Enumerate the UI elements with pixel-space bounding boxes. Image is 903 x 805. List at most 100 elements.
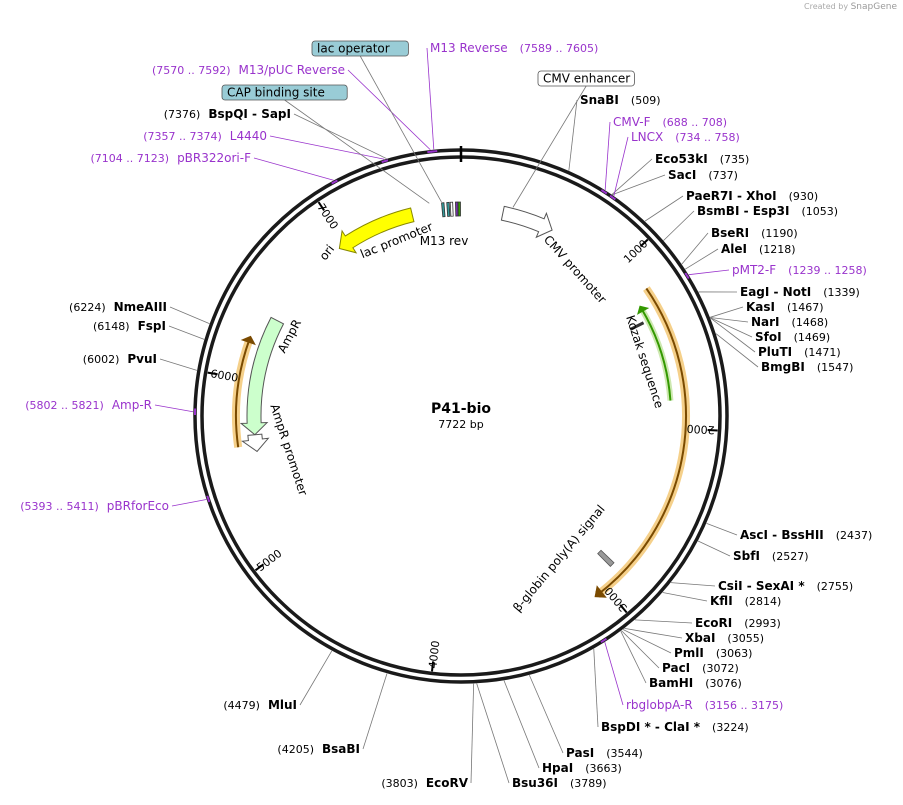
- site-name: PasI: [566, 746, 594, 760]
- boxed-leader-lac-operator: [359, 55, 442, 203]
- site-position: (1547): [817, 361, 854, 374]
- site-position: (2527): [772, 550, 809, 563]
- snapgene-watermark: Created by SnapGene: [804, 2, 897, 12]
- site-leader-alei: [685, 248, 719, 270]
- site-position: (1467): [787, 301, 824, 314]
- primer-name: Amp-R: [112, 398, 152, 412]
- primer-mark-m13-puc-reverse: [427, 150, 434, 154]
- site-label-pvui: (6002) PvuI: [83, 352, 157, 366]
- site-label-bmgbi: BmgBI (1547): [761, 360, 853, 374]
- site-label-pasi: PasI(3544): [566, 746, 643, 760]
- site-name: PvuI: [127, 352, 157, 366]
- site-name: EagI - NotI: [740, 285, 811, 299]
- site-leader-pvui: [159, 358, 198, 371]
- site-name: NarI: [751, 315, 780, 329]
- site-name: PaeR7I - XhoI: [686, 189, 777, 203]
- primer-label-pmt2-f: pMT2-F(1239 .. 1258): [732, 263, 867, 277]
- site-name: BspQI - SapI: [208, 107, 291, 121]
- primer-label-l4440: (7357 .. 7374)L4440: [143, 129, 267, 143]
- site-label-bsu36i: Bsu36I(3789): [512, 776, 607, 790]
- site-label-paer7i-xhoi: PaeR7I - XhoI (930): [686, 189, 818, 203]
- primer-position: (688 .. 708): [662, 116, 727, 129]
- site-name: AscI - BssHII: [740, 528, 824, 542]
- primer-leader-pbrforeco: [171, 499, 207, 507]
- site-position: (930): [789, 190, 819, 203]
- site-name: HpaI: [542, 761, 573, 775]
- site-position: (4205): [277, 743, 314, 756]
- primer-leader-amp-r: [154, 404, 194, 413]
- plasmid-name: P41-bio: [431, 401, 491, 417]
- site-label-ecorv: (3803)EcoRV: [381, 776, 468, 790]
- site-position: (737): [708, 169, 738, 182]
- plasmid-size: 7722 bp: [438, 418, 483, 431]
- site-name: BsmBI - Esp3I: [697, 204, 789, 218]
- site-position: (1218): [759, 243, 796, 256]
- primer-name: M13/pUC Reverse: [239, 63, 346, 77]
- site-label-sbfi: SbfI(2527): [733, 549, 809, 563]
- site-name: SfoI: [755, 330, 782, 344]
- primer-label-cmv-f: CMV-F(688 .. 708): [613, 115, 727, 129]
- site-position: (4479): [223, 699, 260, 712]
- primer-label-m13-puc-reverse: (7570 .. 7592) M13/pUC Reverse: [152, 63, 345, 77]
- site-label-bspdi-clai: BspDI * - ClaI *(3224): [601, 720, 749, 734]
- primer-position: (7570 .. 7592): [152, 64, 231, 77]
- site-name: PacI: [662, 661, 690, 675]
- site-name: BspDI * - ClaI *: [601, 720, 701, 734]
- site-label-mlui: (4479) MluI: [223, 698, 297, 712]
- primer-label-rbglobpa-r: rbglobpA-R(3156 .. 3175): [626, 698, 783, 712]
- feature-arrow-ori: [338, 207, 415, 254]
- site-position: (3072): [702, 662, 739, 675]
- primer-name: pBR322ori-F: [177, 151, 251, 165]
- primer-position: (5802 .. 5821): [25, 399, 104, 412]
- primer-mark-pmt2-f: [684, 272, 690, 280]
- site-label-bsmbi-esp3i: BsmBI - Esp3I(1053): [697, 204, 838, 218]
- site-name: BmgBI: [761, 360, 805, 374]
- primer-leader-lncx: [613, 136, 629, 196]
- site-leader-pasi: [528, 674, 564, 754]
- feature-label-ori: ori: [317, 242, 338, 263]
- site-position: (3663): [585, 762, 622, 775]
- feature-arrow-cmv-promoter: [500, 205, 553, 239]
- site-position: (2755): [817, 580, 854, 593]
- site-name: XbaI: [685, 631, 715, 645]
- boxed-feature-lac-operator: [311, 40, 409, 57]
- site-label-fspi: (6148)FspI: [93, 319, 166, 333]
- site-position: (1190): [761, 227, 798, 240]
- site-label-ecori: EcoRI(2993): [695, 616, 781, 630]
- primer-name: LNCX: [631, 130, 663, 144]
- feature-arrow-ampr: [239, 316, 285, 436]
- feature-layer: [232, 201, 690, 599]
- site-leader-hpai: [503, 680, 540, 769]
- site-position: (2814): [745, 595, 782, 608]
- site-leader-kasi: [710, 306, 744, 318]
- feature-label-m13-rev: M13 rev: [420, 234, 469, 248]
- site-name: FspI: [138, 319, 166, 333]
- cds-arrowhead: [637, 305, 650, 315]
- site-leader-bseri: [681, 232, 709, 265]
- site-leader-ecori: [634, 619, 693, 624]
- transcript-arrowhead: [594, 585, 607, 598]
- site-label-asci-bsshii: AscI - BssHII(2437): [740, 528, 872, 542]
- primer-position: (5393 .. 5411): [20, 500, 99, 513]
- site-position: (3803): [381, 777, 418, 790]
- tick-mark-4000: [431, 661, 435, 672]
- primer-name: M13 Reverse: [430, 41, 508, 55]
- tick-label-7000: 7000: [314, 201, 340, 232]
- site-name: MluI: [268, 698, 297, 712]
- site-position: (7376): [164, 108, 201, 121]
- feature-label-globin-poly-a-signal: β-globin poly(A) signal: [510, 502, 607, 614]
- site-name: Bsu36I: [512, 776, 558, 790]
- feature-arrow-ampr-promoter: [241, 433, 270, 453]
- tick-label-6000: 6000: [209, 367, 239, 385]
- tick-mark-2000: [707, 428, 718, 432]
- site-leader-bmgbi: [715, 333, 759, 368]
- ampr-band-line: [235, 338, 251, 448]
- site-label-paci: PacI (3072): [662, 661, 739, 675]
- site-leader-fspi: [168, 325, 205, 340]
- boxed-feature-label: lac operator: [317, 42, 390, 56]
- primer-position: (7104 .. 7123): [91, 152, 170, 165]
- tick-mark-1000: [639, 238, 649, 248]
- site-leader-bspqi-sapi: [293, 113, 387, 159]
- site-position: (6002): [83, 353, 120, 366]
